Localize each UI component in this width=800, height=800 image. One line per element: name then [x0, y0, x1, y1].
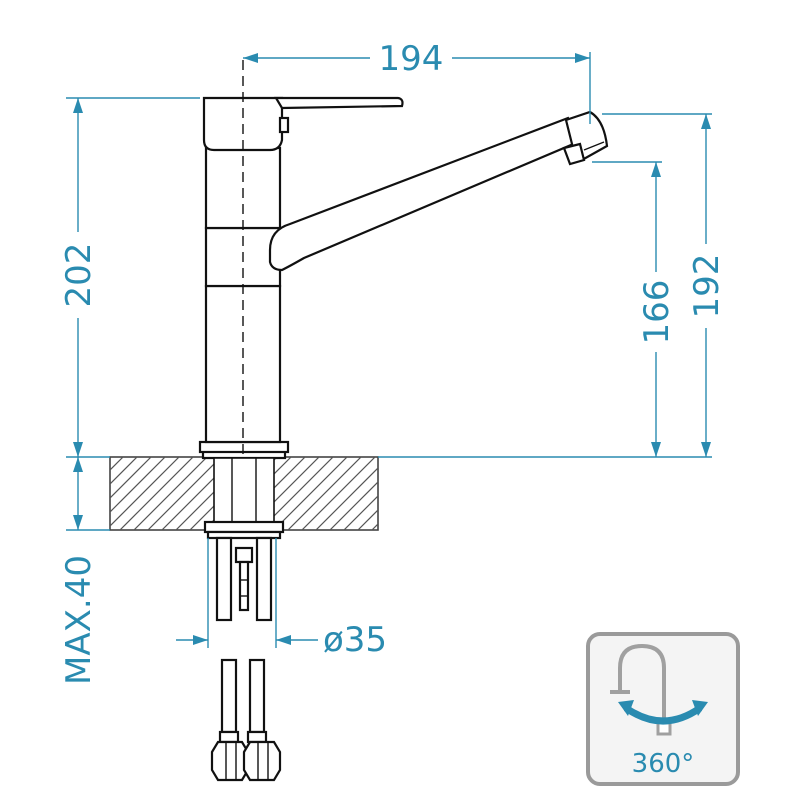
spout-clearance-value: 166: [637, 280, 677, 345]
dimension-reach: 194: [243, 39, 591, 124]
hatch-line: [418, 450, 508, 540]
hatch-line: [315, 467, 378, 530]
max-deck-value: MAX.40: [59, 555, 99, 685]
spout-height-value: 192: [687, 254, 727, 319]
hatch-line: [110, 457, 180, 527]
hatch-line: [404, 450, 494, 540]
reach-value: 194: [379, 39, 444, 79]
hatch-line: [110, 457, 152, 499]
hatch-line: [110, 457, 124, 471]
dimension-base-diameter: ø35: [176, 538, 387, 660]
hatch-line: [133, 457, 208, 530]
hatch-line: [147, 457, 222, 530]
dimension-spout-height: 192: [602, 113, 727, 457]
hatch-line: [119, 457, 194, 530]
supply-hoses: [210, 658, 282, 782]
mounting-hardware: [201, 448, 287, 622]
dimension-overall-height: 202: [59, 97, 712, 458]
hatch-line: [371, 523, 378, 530]
hatch-line: [343, 495, 378, 530]
countertop-section: [109, 450, 550, 540]
hatch-line: [329, 481, 378, 530]
hatch-line: [110, 457, 166, 513]
hatch-line: [357, 509, 378, 530]
hatch-line: [432, 450, 522, 540]
dimension-max-deck: MAX.40: [59, 457, 110, 685]
hatch-line: [390, 450, 480, 540]
hatch-line: [446, 450, 536, 540]
overall-height-value: 202: [59, 243, 99, 308]
swivel-badge: 360°: [586, 632, 740, 786]
faucet-body: [198, 96, 404, 454]
swivel-spout-icon: [610, 643, 708, 736]
hatch-line: [110, 457, 138, 485]
hatch-line: [287, 457, 362, 530]
rotation-label: 360°: [632, 749, 695, 779]
spout: [268, 110, 609, 272]
hatch-line: [460, 450, 550, 540]
dimension-spout-clearance: 166: [592, 161, 677, 457]
base-diameter-value: ø35: [323, 620, 387, 660]
hatch-line: [301, 457, 376, 530]
hatch-line: [376, 450, 466, 540]
